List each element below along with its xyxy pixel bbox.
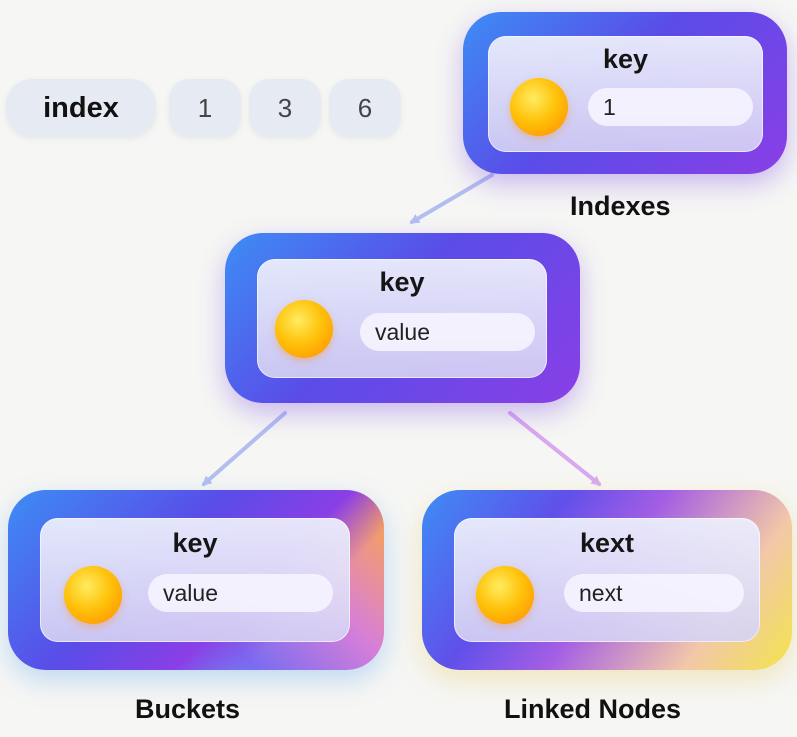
buckets-node-card: key value bbox=[8, 490, 384, 670]
buckets-node-field: value bbox=[148, 574, 333, 612]
orb-icon bbox=[476, 566, 534, 624]
orb-icon bbox=[64, 566, 122, 624]
middle-node-inner: key value bbox=[257, 259, 547, 378]
indexes-node-card: key 1 bbox=[463, 12, 787, 174]
linked-nodes-caption: Linked Nodes bbox=[504, 694, 682, 724]
orb-icon bbox=[275, 300, 333, 358]
linked-node-inner: kext next bbox=[454, 518, 760, 642]
indexes-node-key: key bbox=[602, 44, 649, 74]
indexes-caption: Indexes bbox=[570, 191, 671, 221]
buckets-node-key: key bbox=[172, 528, 218, 558]
arrow-middle-to-linked bbox=[508, 411, 602, 486]
indexes-node-field: 1 bbox=[588, 88, 753, 126]
index-value-pill: 1 bbox=[169, 79, 241, 137]
buckets-node-inner: key value bbox=[40, 518, 350, 642]
index-value: 6 bbox=[357, 92, 373, 123]
indexes-node-inner: key 1 bbox=[488, 36, 763, 152]
buckets-caption: Buckets bbox=[135, 694, 241, 724]
arrow-indexes-to-middle bbox=[409, 173, 494, 224]
middle-node-key: key bbox=[379, 267, 425, 297]
index-value: 3 bbox=[277, 92, 293, 123]
middle-node-field: value bbox=[360, 313, 535, 351]
orb-icon bbox=[510, 78, 568, 136]
index-label-pill: index bbox=[6, 79, 156, 137]
linked-node-key: kext bbox=[579, 528, 635, 558]
index-label: index bbox=[43, 91, 119, 124]
linked-node-card: kext next bbox=[422, 490, 792, 670]
middle-node-card: key value bbox=[225, 233, 580, 403]
index-value-pill: 3 bbox=[249, 79, 321, 137]
index-value: 1 bbox=[197, 92, 213, 123]
arrow-middle-to-buckets bbox=[201, 411, 287, 486]
index-value-pill: 6 bbox=[329, 79, 401, 137]
linked-node-field: next bbox=[564, 574, 744, 612]
